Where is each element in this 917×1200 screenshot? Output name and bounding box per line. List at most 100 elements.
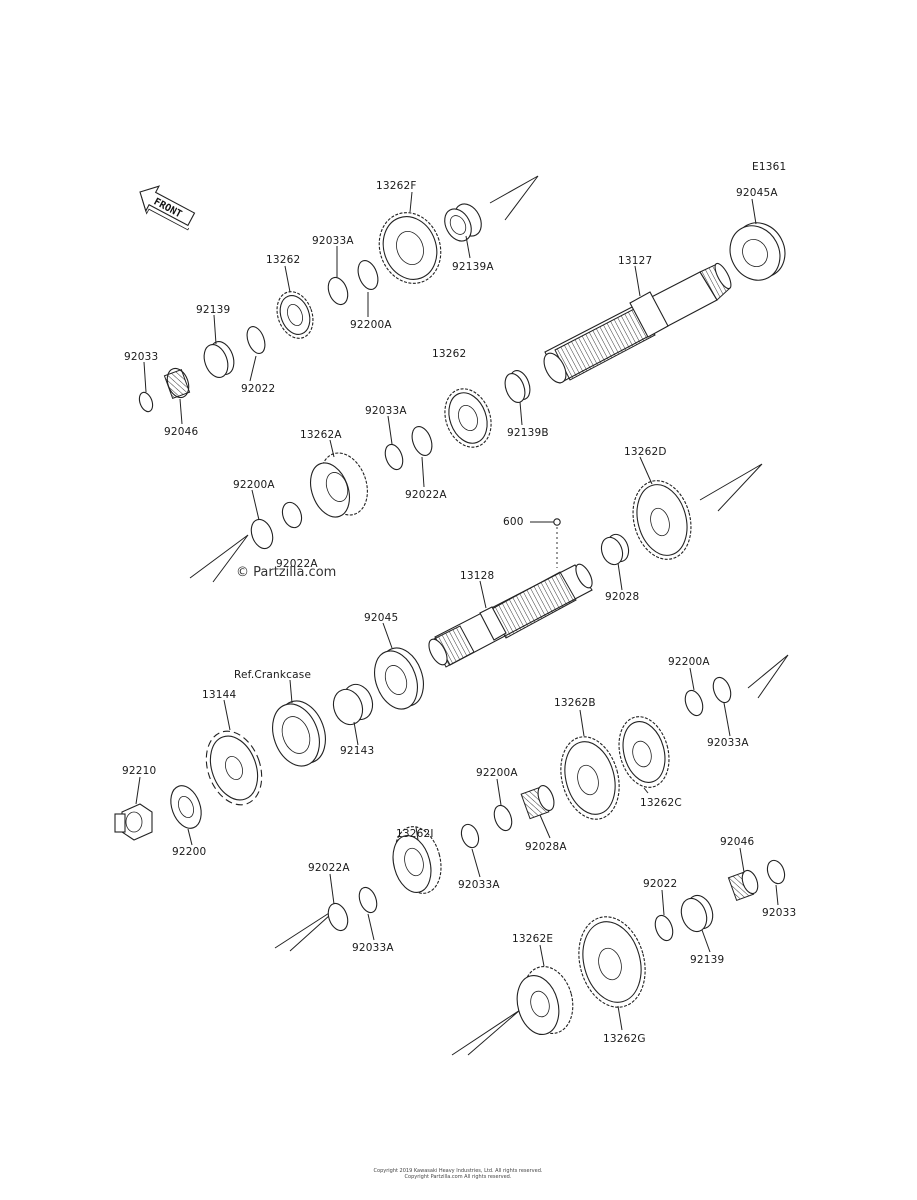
circlip-92033A-lower: [358, 886, 378, 914]
circlip-92033A-middle: [384, 443, 404, 471]
circlip-92033-upper: [138, 391, 154, 413]
needle-bearing-92028A: [520, 785, 555, 820]
label-92022A-2: 92022A: [276, 558, 318, 570]
nut-92210: [114, 803, 153, 841]
label-92028: 92028: [605, 591, 639, 603]
label-13128: 13128: [460, 570, 494, 582]
label-92033-2: 92033: [762, 907, 796, 919]
label-13262-2: 13262: [432, 348, 466, 360]
grease-point-600: [553, 518, 561, 526]
footer-copyright-1: Copyright 2019 Kawasaki Heavy Industries…: [374, 1168, 543, 1174]
label-600: 600: [503, 516, 524, 528]
sprocket-13144: [205, 730, 263, 806]
label-92200A-3: 92200A: [668, 656, 710, 668]
circlip-92033A-upper: [327, 276, 349, 306]
washer-92200A-left: [250, 518, 274, 550]
label-92143: 92143: [340, 745, 374, 757]
washer-92022A-left: [281, 501, 303, 529]
label-92045: 92045: [364, 612, 398, 624]
label-13144: 13144: [202, 689, 237, 701]
label-13262G: 13262G: [603, 1033, 646, 1045]
needle-bearing-92046-upper: [163, 367, 191, 399]
gear-13262E: [516, 966, 574, 1035]
label-92045A: 92045A: [736, 187, 778, 199]
axis-arrow-bottom: [451, 1009, 521, 1056]
label-13262-1: 13262: [266, 254, 300, 266]
axis-arrow-right: [699, 463, 763, 512]
needle-bearing-92139A: [444, 203, 482, 242]
gear-13262-small: [276, 291, 314, 339]
gear-13262-middle: [444, 388, 492, 448]
axis-arrow-left: [189, 534, 249, 583]
label-92033A-4: 92033A: [458, 879, 500, 891]
washer-92200A-upper: [357, 260, 379, 290]
label-92033-1: 92033: [124, 351, 158, 363]
gear-13262A: [310, 452, 368, 518]
circlip-92033A-right: [712, 676, 732, 704]
label-92210: 92210: [122, 765, 156, 777]
label-13262I: 13262I: [396, 828, 434, 840]
washer-92022A-middle: [411, 426, 433, 456]
label-92028A: 92028A: [525, 841, 567, 853]
label-92022-2: 92022: [643, 878, 677, 890]
bush-92143: [332, 683, 374, 726]
watermark: © Partzilla.com: [236, 565, 336, 580]
label-92022A-3: 92022A: [308, 862, 350, 874]
washer-92200A-right: [684, 689, 704, 717]
shaft-13128: [428, 563, 593, 668]
label-92033A-5: 92033A: [352, 942, 394, 954]
label-13127: 13127: [618, 255, 652, 267]
bearing-92045: [374, 647, 424, 710]
label-92033A-2: 92033A: [365, 405, 407, 417]
label-ref-crankcase: Ref.Crankcase: [234, 669, 311, 681]
gear-13262C: [618, 716, 670, 788]
label-92033A-1: 92033A: [312, 235, 354, 247]
label-92139A: 92139A: [452, 261, 494, 273]
label-92200A-4: 92200A: [476, 767, 518, 779]
circlip-92033A-center: [460, 823, 480, 849]
bush-92028: [600, 533, 630, 566]
footer-copyright-2: Copyright Partzilla.com All rights reser…: [405, 1174, 512, 1180]
washer-92022-upper: [246, 326, 266, 354]
label-92046-2: 92046: [720, 836, 755, 848]
gear-13262B: [560, 736, 620, 820]
label-13262E: 13262E: [512, 933, 553, 945]
circlip-92033-lower: [766, 859, 786, 885]
bush-92139-upper: [203, 341, 235, 378]
label-13262D: 13262D: [624, 446, 667, 458]
label-92139-1: 92139: [196, 304, 230, 316]
gear-13262I: [392, 826, 442, 894]
bush-92139B: [504, 370, 531, 403]
label-92139-2: 92139: [690, 954, 724, 966]
label-92033A-3: 92033A: [707, 737, 749, 749]
diagram-id: E1361: [752, 161, 786, 173]
label-92200A-1: 92200A: [350, 319, 392, 331]
gear-13262D: [632, 480, 692, 560]
axis-arrow-right-lower: [747, 654, 789, 699]
label-92139B: 92139B: [507, 427, 549, 439]
label-13262B: 13262B: [554, 697, 596, 709]
washer-92022A-lower: [327, 902, 349, 932]
gear-13262F: [378, 212, 442, 284]
front-arrow-icon: FRONT: [139, 185, 196, 231]
axis-arrow-upper: [489, 175, 539, 221]
needle-bearing-92046-lower: [727, 869, 759, 901]
label-13262C: 13262C: [640, 797, 682, 809]
washer-92022-lower: [654, 914, 674, 942]
label-13262A: 13262A: [300, 429, 342, 441]
oil-seal-crankcase: [272, 700, 326, 767]
washer-92200: [170, 785, 202, 829]
label-92022-1: 92022: [241, 383, 275, 395]
label-92200A-2: 92200A: [233, 479, 275, 491]
label-92046-1: 92046: [164, 426, 199, 438]
gear-13262G: [578, 916, 646, 1008]
washer-92200A-center: [493, 804, 513, 832]
label-92200: 92200: [172, 846, 206, 858]
leader-lines: [135, 191, 779, 1031]
shaft-13127: [543, 262, 732, 384]
bush-92139-lower: [680, 894, 714, 933]
bearing-92045A: [729, 222, 786, 281]
label-13262F: 13262F: [376, 180, 417, 192]
label-92022A-1: 92022A: [405, 489, 447, 501]
